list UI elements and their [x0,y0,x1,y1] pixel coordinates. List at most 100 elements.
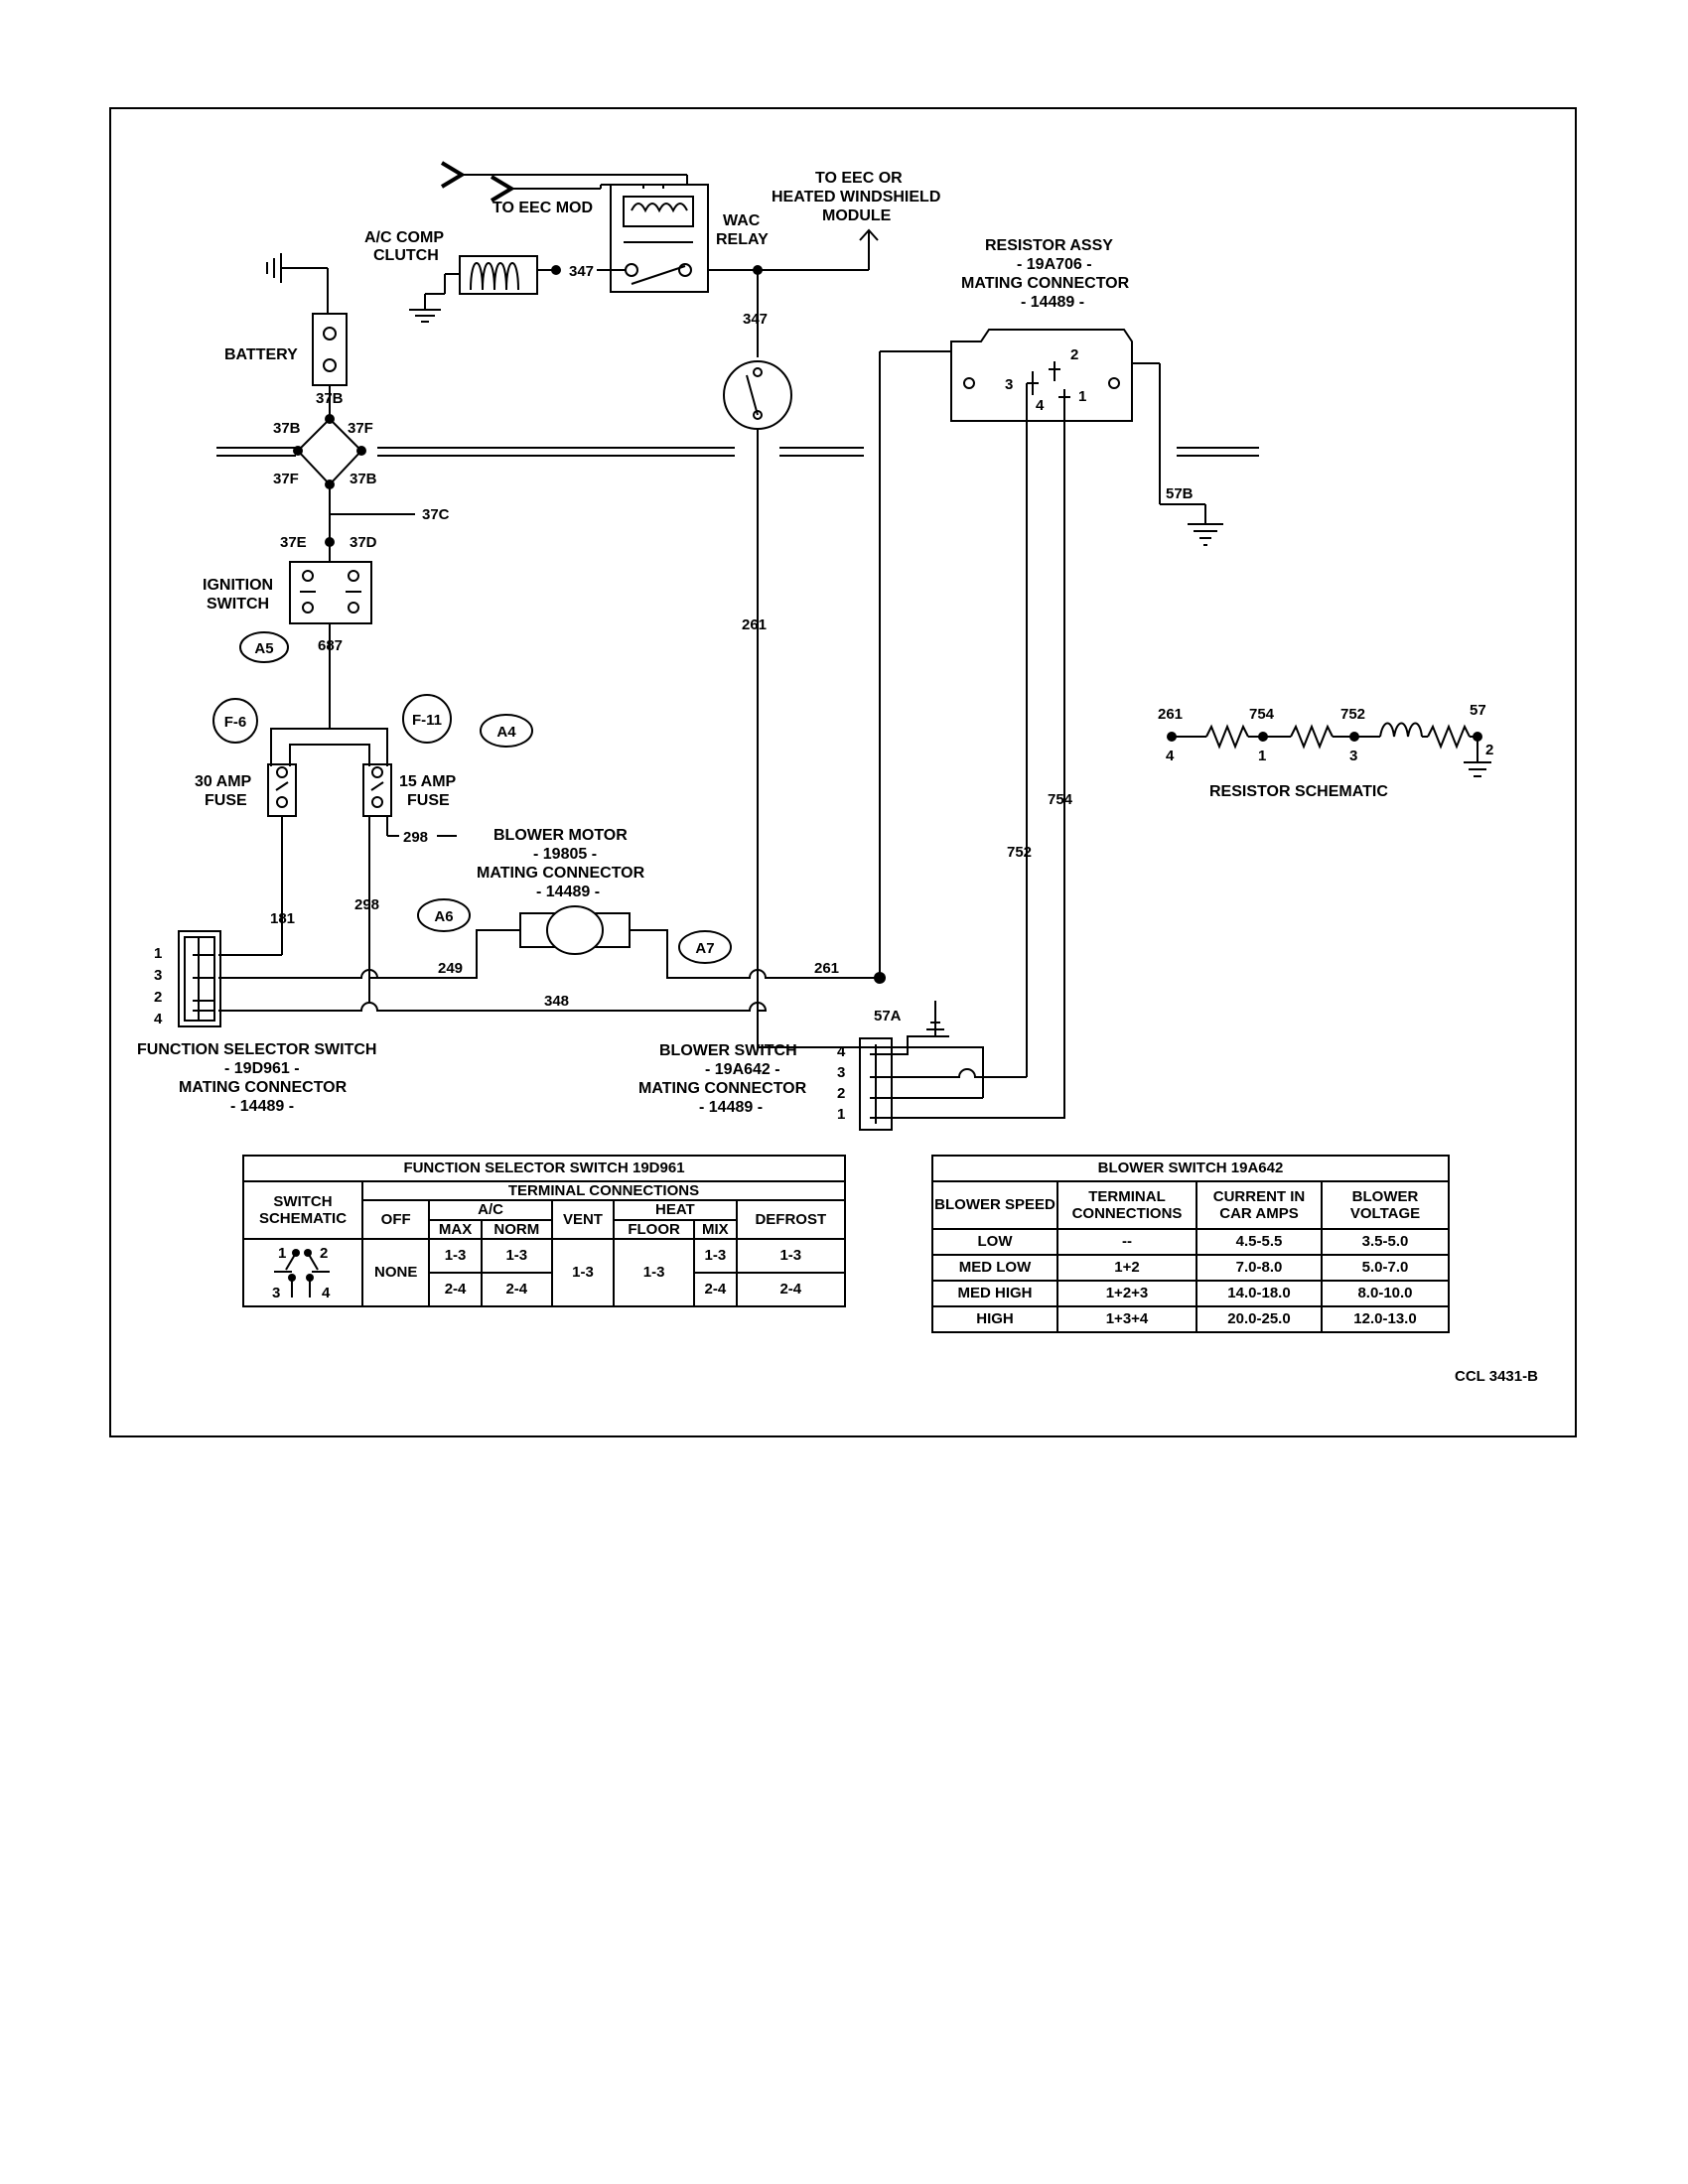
header-terminal-connections: TERMINAL CONNECTIONS [1056,1180,1197,1230]
clutch-label: CLUTCH [373,247,439,264]
resistor-conn-part-label: - 14489 - [1021,294,1084,311]
mix-cell-2: 2-4 [693,1271,738,1307]
wire-37f-right-label: 37F [348,420,373,437]
terminal-connections-header: TERMINAL CONNECTIONS [361,1179,846,1202]
bs-title-label: BLOWER SWITCH [659,1042,797,1059]
speed-cell: MED LOW [931,1254,1058,1282]
res-pin-4: 4 [1036,397,1045,414]
bs-conn-label: MATING CONNECTOR [638,1080,807,1097]
wire-37b-top-label: 37B [316,390,344,407]
voltage-cell: 8.0-10.0 [1321,1280,1450,1307]
ground-57a-icon [921,1001,949,1037]
schematic-node-752: 752 [1340,706,1365,723]
svg-text:A4: A4 [496,724,516,741]
battery-ground-icon [266,253,328,283]
wire-181-label: 181 [270,910,295,927]
header-current: CURRENT IN CAR AMPS [1196,1180,1323,1230]
relay-label: RELAY [716,231,769,248]
fss-table-title: FUNCTION SELECTOR SWITCH 19D961 [242,1155,846,1182]
norm-cell-1: 1-3 [480,1237,553,1274]
res-pin-2: 2 [1070,346,1078,363]
wire-754-label: 754 [1048,791,1073,808]
col-floor: FLOOR [613,1218,696,1240]
to-eec-or-label: TO EEC OR [815,170,903,187]
floor-cell: 1-3 [613,1237,696,1307]
col-norm: NORM [480,1218,553,1240]
battery-icon [312,313,348,386]
speed-cell: HIGH [931,1305,1058,1333]
wire-37b-right-label: 37B [350,471,377,487]
ac-clutch [459,255,538,295]
svg-text:F-6: F-6 [224,714,247,731]
battery-label: BATTERY [224,346,298,363]
svg-text:A7: A7 [695,940,714,957]
wire-298b-label: 298 [354,896,379,913]
vent-cell: 1-3 [550,1237,616,1307]
svg-text:4: 4 [322,1285,331,1301]
speed-cell: LOW [931,1228,1058,1256]
fuse30-fuse-label: FUSE [205,792,247,809]
col-off: OFF [360,1199,431,1240]
wire-261b-label: 261 [814,960,839,977]
module-label: MODULE [822,207,892,224]
table-row: MED HIGH 1+2+3 14.0-18.0 8.0-10.0 [931,1280,1450,1307]
max-cell-1: 1-3 [428,1237,483,1274]
badge-a7: A7 [678,930,732,964]
ignition-switch-icon [289,561,372,624]
fss-conn-part-label: - 14489 - [230,1098,294,1115]
badge-a5: A5 [239,631,289,663]
svg-text:1: 1 [278,1245,286,1262]
blower-motor-icon [519,905,631,955]
resistor-assy-label: RESISTOR ASSY [985,237,1113,254]
wire-752-label: 752 [1007,844,1032,861]
speed-cell: MED HIGH [931,1280,1058,1307]
off-cell: NONE [360,1237,431,1307]
terminal-cell: 1+2+3 [1056,1280,1197,1307]
voltage-cell: 12.0-13.0 [1321,1305,1450,1333]
switch-schematic-icon: 1 2 3 4 [272,1245,331,1301]
col-defrost: DEFROST [735,1199,847,1240]
to-eec-mod-label: TO EEC MOD [492,200,593,216]
function-selector-table: FUNCTION SELECTOR SWITCH 19D961 SWITCH S… [242,1155,847,1307]
terminal-cell: 1+2 [1056,1254,1197,1282]
fuse15-fuse-label: FUSE [407,792,450,809]
defrost-cell-2: 2-4 [735,1271,847,1307]
wire-37c-label: 37C [422,506,450,523]
badge-a4: A4 [480,714,533,748]
wire-37f-left-label: 37F [273,471,299,487]
wire-298a-label: 298 [403,829,428,846]
wire-347b-label: 347 [743,311,768,328]
schematic-term-4: 4 [1166,748,1175,764]
res-pin-1: 1 [1078,388,1086,405]
badge-a6: A6 [417,898,471,932]
wire-348-label: 348 [544,993,569,1010]
col-max: MAX [428,1218,483,1240]
resistor-part-label: - 19A706 - [1017,256,1092,273]
mix-cell-1: 1-3 [693,1237,738,1274]
current-cell: 20.0-25.0 [1196,1305,1323,1333]
schematic-term-3: 3 [1349,748,1357,764]
badge-f6: F-6 [212,698,258,744]
voltage-cell: 3.5-5.0 [1321,1228,1450,1256]
resistor-schematic [1167,722,1491,777]
wire-249-label: 249 [438,960,463,977]
wac-relay [610,184,709,293]
ac-comp-label: A/C COMP [364,229,444,246]
header-blower-speed: BLOWER SPEED [931,1180,1058,1230]
fss-pin-1: 1 [154,945,162,962]
col-vent: VENT [550,1199,616,1240]
schematic-node-754: 754 [1249,706,1275,723]
wire-37b-left-label: 37B [273,420,301,437]
heat-header: HEAT [613,1199,738,1221]
terminal-cell: 1+3+4 [1056,1305,1197,1333]
wire-687-label: 687 [318,637,343,654]
ground-57b-icon [1188,523,1223,546]
ac-header: A/C [428,1199,553,1221]
fss-part-label: - 19D961 - [224,1060,300,1077]
ground-icon [409,309,441,323]
current-cell: 7.0-8.0 [1196,1254,1323,1282]
wire-57a-label: 57A [874,1008,902,1024]
svg-text:2: 2 [320,1245,328,1262]
ignition-label: IGNITION [203,577,273,594]
